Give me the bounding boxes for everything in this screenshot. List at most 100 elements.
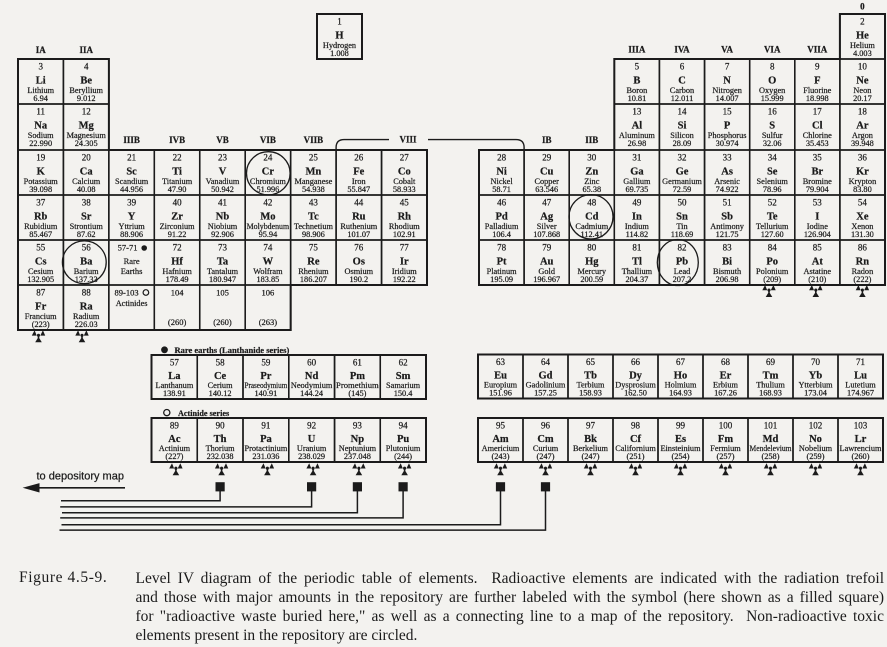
svg-text:106: 106 — [262, 288, 275, 298]
svg-text:85: 85 — [813, 243, 823, 253]
svg-text:29: 29 — [542, 153, 552, 163]
svg-text:35.453: 35.453 — [806, 139, 829, 148]
svg-text:104: 104 — [171, 288, 185, 298]
svg-text:Fr: Fr — [35, 302, 46, 313]
svg-text:Hafnium: Hafnium — [162, 267, 192, 276]
svg-text:VIA: VIA — [764, 45, 781, 55]
svg-text:Neon: Neon — [853, 86, 872, 95]
svg-text:(258): (258) — [762, 452, 780, 461]
svg-text:67: 67 — [676, 357, 686, 367]
svg-text:46: 46 — [497, 198, 507, 208]
svg-text:9: 9 — [815, 62, 820, 72]
svg-text:Br: Br — [811, 167, 823, 178]
svg-text:Wolfram: Wolfram — [253, 267, 283, 276]
svg-text:Ge: Ge — [676, 167, 689, 178]
svg-text:Tellurium: Tellurium — [756, 222, 789, 231]
svg-text:(210): (210) — [808, 275, 826, 284]
svg-text:Tc: Tc — [308, 212, 319, 223]
svg-text:Uranium: Uranium — [297, 444, 327, 453]
svg-text:96: 96 — [541, 421, 551, 431]
svg-text:(251): (251) — [627, 452, 645, 461]
svg-text:Silver: Silver — [537, 222, 557, 231]
svg-text:Dy: Dy — [629, 371, 643, 382]
svg-text:Ta: Ta — [217, 257, 229, 268]
svg-text:88.906: 88.906 — [120, 230, 143, 239]
svg-text:180.947: 180.947 — [209, 275, 236, 284]
svg-text:14.007: 14.007 — [716, 94, 739, 103]
svg-text:64: 64 — [541, 357, 551, 367]
svg-text:Re: Re — [307, 257, 320, 268]
svg-text:Nb: Nb — [216, 212, 230, 223]
svg-text:231.036: 231.036 — [252, 452, 279, 461]
svg-text:Erbium: Erbium — [713, 381, 738, 390]
svg-text:Cs: Cs — [35, 257, 47, 268]
svg-text:Zr: Zr — [171, 212, 183, 223]
svg-text:Scandium: Scandium — [115, 177, 149, 186]
svg-text:K: K — [37, 167, 46, 178]
svg-text:55.847: 55.847 — [347, 185, 370, 194]
svg-text:Curium: Curium — [533, 444, 559, 453]
svg-text:164.93: 164.93 — [669, 389, 692, 398]
svg-text:79.904: 79.904 — [806, 185, 830, 194]
svg-text:90: 90 — [216, 421, 226, 431]
svg-text:106.4: 106.4 — [492, 230, 512, 239]
svg-text:Praseodymium: Praseodymium — [245, 381, 288, 390]
svg-text:Xenon: Xenon — [851, 222, 874, 231]
svg-text:200.59: 200.59 — [580, 275, 603, 284]
svg-text:4: 4 — [84, 62, 89, 72]
svg-text:Cu: Cu — [540, 167, 554, 178]
svg-text:Thallium: Thallium — [622, 267, 653, 276]
svg-text:Ruthenium: Ruthenium — [340, 222, 377, 231]
svg-text:151.96: 151.96 — [489, 389, 512, 398]
svg-text:105: 105 — [216, 288, 229, 298]
svg-text:102: 102 — [809, 421, 823, 431]
svg-text:VIB: VIB — [260, 135, 276, 145]
svg-text:VA: VA — [721, 45, 733, 55]
svg-text:Zirconium: Zirconium — [160, 222, 196, 231]
svg-text:(209): (209) — [763, 275, 781, 284]
svg-text:Ar: Ar — [856, 121, 869, 132]
svg-text:(145): (145) — [348, 389, 366, 398]
svg-text:Np: Np — [351, 434, 365, 445]
svg-text:78: 78 — [497, 243, 507, 253]
svg-text:Ce: Ce — [214, 371, 227, 382]
svg-text:32.06: 32.06 — [763, 139, 782, 148]
svg-text:Gd: Gd — [538, 371, 552, 382]
svg-text:Md: Md — [763, 434, 779, 445]
svg-text:51: 51 — [723, 198, 732, 208]
svg-text:12: 12 — [82, 107, 91, 117]
svg-text:Na: Na — [34, 121, 48, 132]
svg-text:Fe: Fe — [353, 167, 364, 178]
svg-text:(260): (260) — [852, 452, 870, 461]
svg-text:43: 43 — [309, 198, 319, 208]
svg-text:Ir: Ir — [400, 257, 409, 268]
svg-text:Californium: Californium — [615, 444, 656, 453]
svg-text:131.30: 131.30 — [851, 230, 874, 239]
svg-text:Ytterbium: Ytterbium — [798, 381, 833, 390]
svg-text:(227): (227) — [165, 452, 183, 461]
svg-text:92: 92 — [307, 421, 316, 431]
svg-text:S: S — [769, 121, 775, 132]
svg-text:Y: Y — [128, 212, 136, 223]
svg-text:232.038: 232.038 — [207, 452, 234, 461]
svg-text:101.07: 101.07 — [347, 230, 370, 239]
svg-text:58.71: 58.71 — [492, 185, 511, 194]
svg-text:Phosphorus: Phosphorus — [708, 131, 747, 140]
svg-text:Rhodium: Rhodium — [389, 222, 420, 231]
svg-text:Cr: Cr — [262, 167, 275, 178]
svg-text:Be: Be — [80, 76, 92, 87]
svg-text:B: B — [633, 76, 640, 87]
svg-text:87: 87 — [36, 288, 46, 298]
svg-text:Lr: Lr — [855, 434, 867, 445]
svg-text:(263): (263) — [259, 317, 278, 327]
svg-text:Strontium: Strontium — [70, 222, 104, 231]
svg-text:U: U — [308, 434, 316, 445]
svg-text:35: 35 — [813, 153, 823, 163]
svg-text:Zinc: Zinc — [584, 177, 600, 186]
svg-text:4.003: 4.003 — [853, 49, 872, 58]
svg-text:31: 31 — [632, 153, 641, 163]
svg-text:28: 28 — [497, 153, 507, 163]
svg-text:Mn: Mn — [306, 167, 322, 178]
svg-text:94: 94 — [399, 421, 409, 431]
svg-text:58.933: 58.933 — [393, 185, 416, 194]
